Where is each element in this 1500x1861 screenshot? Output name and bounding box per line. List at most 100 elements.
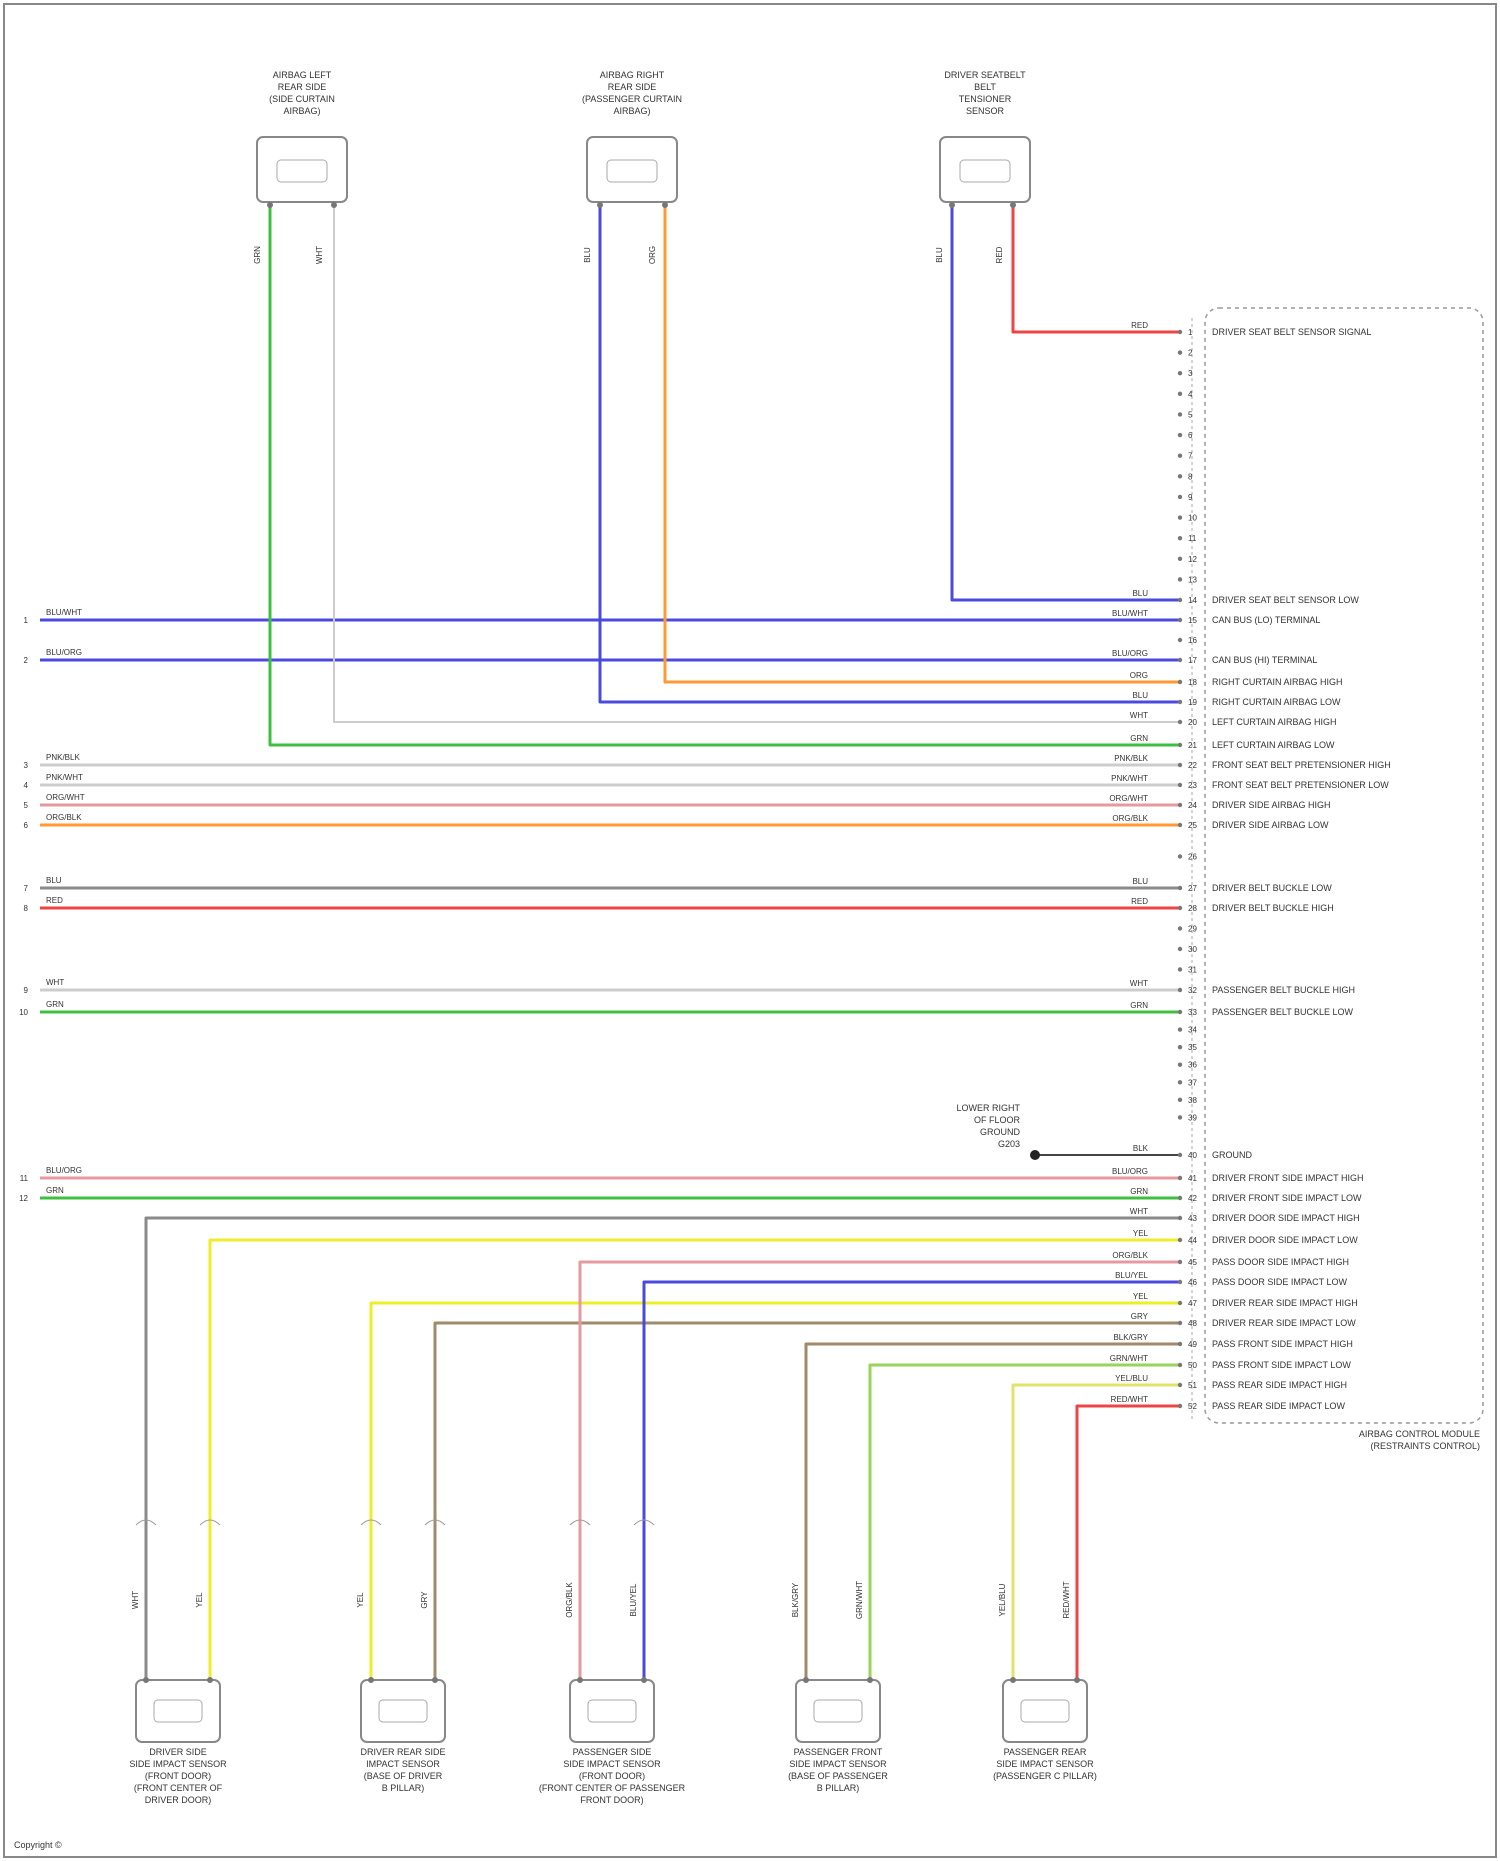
driver-rear-sensor-pin xyxy=(368,1677,374,1683)
passenger-side-sensor-label: FRONT DOOR) xyxy=(580,1795,643,1805)
module-pin-33 xyxy=(1178,1010,1182,1014)
left-pin-number: 2 xyxy=(24,656,29,665)
module-pin-signal: PASS FRONT SIDE IMPACT HIGH xyxy=(1212,1339,1353,1349)
module-pin-number: 9 xyxy=(1188,493,1193,502)
airbag-right-component-label: AIRBAG) xyxy=(613,106,650,116)
bottom-wire-label: YEL xyxy=(356,1592,365,1608)
bottom-wire-label: YEL/BLU xyxy=(998,1583,1007,1616)
driver-side-sensor-label: (FRONT DOOR) xyxy=(145,1771,211,1781)
module-pin-number: 35 xyxy=(1188,1043,1197,1052)
airbag-left-component-label: REAR SIDE xyxy=(278,82,327,92)
module-pin-34 xyxy=(1178,1027,1182,1031)
module-wire-label: ORG/BLK xyxy=(1112,814,1148,823)
seatbelt-sensor-component-label: SENSOR xyxy=(966,106,1005,116)
airbag-right-component-body xyxy=(587,137,677,202)
bottom-wire-label: BLU/YEL xyxy=(629,1583,638,1616)
module-wire-label: ORG/WHT xyxy=(1109,794,1148,803)
passenger-rear-sensor-body xyxy=(1003,1680,1087,1742)
module-pin-number: 18 xyxy=(1188,678,1197,687)
driver-rear-sensor-pin xyxy=(432,1677,438,1683)
bottom-wire-label: GRN/WHT xyxy=(855,1581,864,1619)
module-pin-47 xyxy=(1178,1301,1182,1305)
module-pin-signal: DRIVER SIDE AIRBAG HIGH xyxy=(1212,800,1331,810)
module-pin-number: 3 xyxy=(1188,369,1193,378)
seatbelt-sensor-component-label: TENSIONER xyxy=(959,94,1012,104)
driver-rear-sensor-label: IMPACT SENSOR xyxy=(366,1759,440,1769)
passenger-side-sensor-wire-a xyxy=(580,1262,1180,1680)
module-pin-signal: GROUND xyxy=(1212,1150,1252,1160)
module-pin-signal: LEFT CURTAIN AIRBAG HIGH xyxy=(1212,717,1337,727)
module-pin-signal: PASS DOOR SIDE IMPACT LOW xyxy=(1212,1277,1348,1287)
module-pin-45 xyxy=(1178,1260,1182,1264)
passenger-rear-sensor-wire-b xyxy=(1077,1406,1180,1680)
wire-al-wht xyxy=(334,205,1180,722)
module-pin-number: 25 xyxy=(1188,821,1197,830)
module-pin-number: 7 xyxy=(1188,452,1193,461)
module-pin-number: 38 xyxy=(1188,1096,1197,1105)
module-pin-number: 16 xyxy=(1188,636,1197,645)
module-pin-29 xyxy=(1178,926,1182,930)
module-wire-label: GRY xyxy=(1131,1312,1149,1321)
module-pin-signal: FRONT SEAT BELT PRETENSIONER LOW xyxy=(1212,780,1389,790)
module-wire-label: RED/WHT xyxy=(1111,1395,1148,1404)
module-pin-48 xyxy=(1178,1321,1182,1325)
module-wire-label: BLU xyxy=(1132,589,1148,598)
module-wire-label: BLU xyxy=(1132,877,1148,886)
bottom-wire-label: GRY xyxy=(420,1591,429,1609)
module-pin-30 xyxy=(1178,947,1182,951)
module-pin-44 xyxy=(1178,1238,1182,1242)
passenger-side-sensor-body xyxy=(570,1680,654,1742)
left-pin-number: 3 xyxy=(24,761,29,770)
module-pin-51 xyxy=(1178,1383,1182,1387)
driver-side-sensor-wire-b xyxy=(210,1240,1180,1680)
left-wire-label: GRN xyxy=(46,1186,64,1195)
driver-side-sensor-label: (FRONT CENTER OF xyxy=(134,1783,223,1793)
module-pin-22 xyxy=(1178,763,1182,767)
module-wire-label: WHT xyxy=(1130,1207,1148,1216)
module-pin-number: 48 xyxy=(1188,1319,1197,1328)
left-pin-number: 9 xyxy=(24,986,29,995)
module-pin-32 xyxy=(1178,988,1182,992)
module-pin-number: 44 xyxy=(1188,1236,1197,1245)
driver-rear-sensor-label: DRIVER REAR SIDE xyxy=(360,1747,445,1757)
passenger-side-sensor-label: (FRONT DOOR) xyxy=(579,1771,645,1781)
module-pin-36 xyxy=(1178,1063,1182,1067)
driver-side-sensor-pin xyxy=(143,1677,149,1683)
passenger-side-sensor-pin xyxy=(641,1677,647,1683)
module-pin-number: 23 xyxy=(1188,781,1197,790)
module-pin-number: 52 xyxy=(1188,1402,1197,1411)
driver-side-sensor-label: DRIVER DOOR) xyxy=(145,1795,212,1805)
control-module: 1DRIVER SEAT BELT SENSOR SIGNALRED234567… xyxy=(1109,308,1483,1451)
module-wire-label: YEL xyxy=(1133,1229,1149,1238)
module-wire-label: PNK/WHT xyxy=(1111,774,1148,783)
module-pin-13 xyxy=(1178,577,1182,581)
module-pin-number: 34 xyxy=(1188,1026,1197,1035)
module-pin-number: 14 xyxy=(1188,596,1197,605)
module-pin-9 xyxy=(1178,495,1182,499)
module-pin-signal: DRIVER REAR SIDE IMPACT HIGH xyxy=(1212,1298,1358,1308)
passenger-rear-sensor-label: (PASSENGER C PILLAR) xyxy=(993,1771,1097,1781)
passenger-side-sensor-wire-b xyxy=(644,1282,1180,1680)
passenger-front-sensor-wire-b xyxy=(870,1365,1180,1680)
module-label-line: AIRBAG CONTROL MODULE xyxy=(1359,1429,1480,1439)
left-pin-number: 5 xyxy=(24,801,29,810)
module-wire-label: GRN xyxy=(1130,1187,1148,1196)
wire-ds-red xyxy=(1013,205,1180,332)
left-wire-label: ORG/WHT xyxy=(46,793,85,802)
left-pin-number: 1 xyxy=(24,616,29,625)
module-pin-number: 30 xyxy=(1188,945,1197,954)
left-wire-label: WHT xyxy=(46,978,64,987)
module-pin-23 xyxy=(1178,783,1182,787)
module-pin-number: 27 xyxy=(1188,884,1197,893)
module-pin-number: 45 xyxy=(1188,1258,1197,1267)
left-wire-label: BLU xyxy=(46,876,62,885)
wire-ar-org xyxy=(665,205,1180,682)
module-pin-35 xyxy=(1178,1045,1182,1049)
bottom-wire-label: ORG/BLK xyxy=(565,1582,574,1618)
passenger-front-sensor-pin xyxy=(803,1677,809,1683)
module-pin-signal: DRIVER SIDE AIRBAG LOW xyxy=(1212,820,1329,830)
module-pin-31 xyxy=(1178,967,1182,971)
module-pin-49 xyxy=(1178,1342,1182,1346)
module-pin-signal: FRONT SEAT BELT PRETENSIONER HIGH xyxy=(1212,760,1391,770)
module-pin-number: 50 xyxy=(1188,1361,1197,1370)
